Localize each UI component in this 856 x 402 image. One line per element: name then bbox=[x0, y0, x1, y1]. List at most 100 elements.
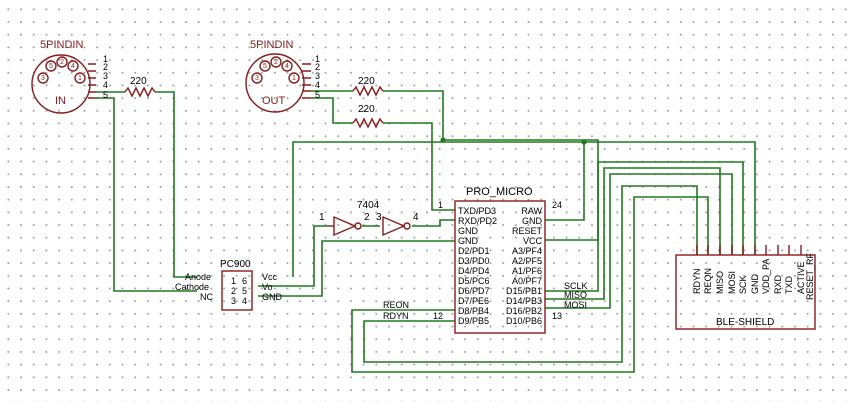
ble-pin-active: ACTIVE bbox=[796, 261, 806, 294]
midi-out-circle-label-3: 2 bbox=[274, 59, 278, 66]
inverter-pin-3: 3 bbox=[376, 212, 382, 223]
net-label-rdyn: RDYN bbox=[383, 311, 409, 321]
pro-micro-right-pin-4: VCC bbox=[523, 236, 543, 246]
midi-in-pin-4: 4 bbox=[103, 80, 108, 90]
midi-out-pin-circle-5 bbox=[288, 72, 300, 84]
midi-out-pin-2: 2 bbox=[315, 62, 320, 72]
pro-micro-right-pin-2: GND bbox=[522, 216, 543, 226]
midi-in-pin-2: 2 bbox=[103, 62, 108, 72]
resistor-out-1-value: 220 bbox=[358, 76, 375, 87]
ble-pin-mosi: MOSI bbox=[727, 271, 737, 294]
pro-micro-right-pin-11: D16/PB2 bbox=[506, 306, 542, 316]
ble-pin-sck: SCK bbox=[738, 275, 748, 294]
pc900-label-nc: NC bbox=[200, 292, 213, 302]
pro-micro-pin-num-12: 12 bbox=[433, 311, 443, 321]
midi-out-connector: 5PINDIN 3 5 2 4 1 OUT 1 2 3 4 5 bbox=[245, 39, 320, 113]
wire-gnd-rail bbox=[292, 141, 756, 277]
ble-shield-body bbox=[675, 254, 816, 330]
net-label-miso: MISO bbox=[564, 290, 587, 300]
midi-in-pin-3: 3 bbox=[103, 71, 108, 81]
pc900-label-vcc: Vcc bbox=[262, 272, 278, 282]
midi-out-circle-label-2: 5 bbox=[263, 63, 267, 70]
wire-rdyn bbox=[363, 185, 698, 363]
wire-gnd-branch bbox=[545, 142, 585, 221]
pro-micro-right-pin-12: D10/PB6 bbox=[506, 316, 542, 326]
midi-in-circle-label-2: 5 bbox=[49, 63, 53, 70]
midi-out-circle-label-1: 3 bbox=[255, 75, 259, 82]
midi-in-connector: 5PINDIN 3 5 2 4 1 IN 1 2 3 4 5 bbox=[31, 39, 108, 114]
midi-in-circle-label-5: 1 bbox=[78, 75, 82, 82]
inverter-1-triangle bbox=[333, 215, 357, 237]
wires bbox=[96, 90, 756, 373]
midi-in-circle-label-1: 3 bbox=[41, 75, 45, 82]
pc900-pin-1: 1 bbox=[231, 276, 236, 286]
inverter-pin-4: 4 bbox=[413, 212, 419, 223]
ble-pin-reset-rf: RESET_RF bbox=[805, 252, 815, 300]
midi-in-pin-circle-4 bbox=[67, 60, 79, 72]
midi-out-pin-3: 3 bbox=[315, 71, 320, 81]
ble-pin-txd: TXD bbox=[784, 275, 794, 294]
midi-out-pin-leads bbox=[302, 63, 311, 99]
wire-midi-out-pin4 bbox=[311, 90, 444, 140]
ble-shield-name: BLE-SHIELD bbox=[716, 317, 774, 328]
midi-in-body bbox=[31, 54, 91, 114]
pro-micro: PRO_MICRO 1 24 12 13 TXD/PD3 RXD/PD2 GND… bbox=[433, 186, 562, 334]
ble-pin-vdd-pa: VDD_PA bbox=[761, 259, 771, 294]
wire-7404-out bbox=[412, 219, 455, 227]
pro-micro-right-pin-5: A3/PF4 bbox=[512, 246, 542, 256]
ble-shield-pin-leads bbox=[696, 245, 802, 255]
inverter-1-bubble bbox=[354, 222, 362, 230]
pro-micro-left-pin-6: D3/PD0 bbox=[458, 256, 490, 266]
midi-out-pin-circle-3 bbox=[270, 56, 282, 68]
midi-in-circle-label-3: 2 bbox=[60, 59, 64, 66]
midi-out-name: 5PINDIN bbox=[250, 39, 293, 51]
wire-pc900-gnd bbox=[258, 240, 455, 297]
pro-micro-right-pin-7: A1/PF6 bbox=[512, 266, 542, 276]
midi-out-pin-circle-4 bbox=[281, 60, 293, 72]
midi-in-pin-leads bbox=[88, 63, 96, 99]
inverter-name: 7404 bbox=[357, 200, 380, 211]
pro-micro-left-pin-10: D7/PE6 bbox=[458, 296, 489, 306]
resistor-in-value: 220 bbox=[130, 76, 147, 87]
midi-in-pin-1: 1 bbox=[103, 54, 108, 64]
pro-micro-left-pin-2: RXD/PD2 bbox=[458, 216, 497, 226]
pc900-pin-3: 3 bbox=[231, 296, 236, 306]
inverter-7404: 7404 1 2 3 4 bbox=[319, 200, 419, 237]
pro-micro-pin-num-1: 1 bbox=[438, 200, 443, 210]
pro-micro-right-pin-6: A2/PF5 bbox=[512, 256, 542, 266]
pro-micro-right-pin-10: D14/PB3 bbox=[506, 296, 542, 306]
midi-out-circle-label-5: 1 bbox=[292, 75, 296, 82]
midi-out-pin-4: 4 bbox=[315, 80, 320, 90]
pro-micro-pin-num-24: 24 bbox=[552, 200, 562, 210]
wire-miso bbox=[545, 167, 721, 300]
pro-micro-left-pin-12: D9/PB5 bbox=[458, 316, 489, 326]
wire-midi-out-txd bbox=[311, 97, 455, 211]
midi-in-pin-circle-2 bbox=[45, 60, 57, 72]
pc900-pin-4: 4 bbox=[242, 296, 247, 306]
pro-micro-left-pin-9: D6/PD7 bbox=[458, 286, 490, 296]
midi-in-name: 5PINDIN bbox=[40, 39, 83, 51]
inverter-pin-1: 1 bbox=[319, 212, 325, 223]
midi-in-circle-label-4: 4 bbox=[71, 63, 75, 70]
pro-micro-left-pin-5: D2/PD1 bbox=[458, 246, 490, 256]
pro-micro-left-pin-4: GND bbox=[458, 236, 479, 246]
pro-micro-left-pin-3: GND bbox=[458, 226, 479, 236]
ble-pin-reqn: REQN bbox=[703, 268, 713, 294]
optocoupler-pc900: PC900 Anode Cathode NC 1 2 3 6 5 4 Vcc V… bbox=[175, 259, 283, 311]
resistor-in-symbol bbox=[124, 86, 156, 98]
wire-mosi bbox=[545, 173, 733, 309]
pro-micro-left-pin-11: D8/PB4 bbox=[458, 306, 489, 316]
ble-pin-gnd: GND bbox=[750, 274, 760, 295]
midi-in-pin-circle-1 bbox=[37, 72, 49, 84]
pro-micro-right-pin-8: A0/PF7 bbox=[512, 276, 542, 286]
wire-sclk bbox=[545, 161, 744, 292]
pro-micro-pin-num-13: 13 bbox=[552, 311, 562, 321]
ble-pin-rxd: RXD bbox=[773, 274, 783, 294]
net-label-reon: REON bbox=[383, 300, 409, 310]
midi-out-pin-5: 5 bbox=[315, 90, 320, 100]
midi-out-pin-1: 1 bbox=[315, 54, 320, 64]
resistor-out-2: 220 bbox=[352, 104, 384, 129]
pc900-label-cathode: Cathode bbox=[175, 282, 209, 292]
net-label-sclk: SCLK bbox=[564, 281, 588, 291]
